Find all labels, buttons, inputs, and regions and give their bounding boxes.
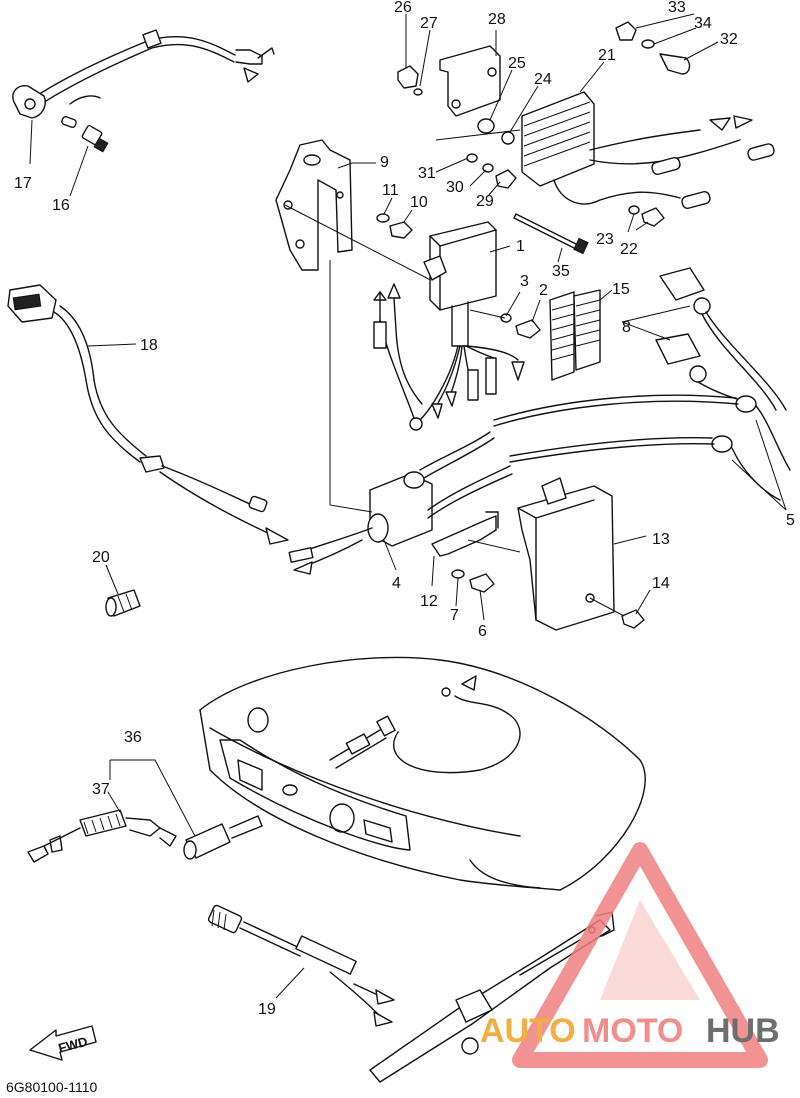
- part-32-33-34-clamp: [615, 21, 691, 75]
- callout-2: 2: [539, 282, 548, 299]
- callout-17: 17: [14, 175, 32, 192]
- callout-8: 8: [622, 319, 631, 336]
- callout-31: 31: [418, 165, 436, 182]
- callout-35: 35: [552, 263, 570, 280]
- watermark-auto: AUTO: [480, 1012, 576, 1050]
- callout-labels: 1 2 3 4 5 6 7 8 9 10 11 12 13 14 15 16 1…: [14, 0, 795, 1018]
- part-21-rectifier: [521, 91, 775, 209]
- callout-4: 4: [392, 575, 401, 592]
- part-15-connector: [549, 289, 601, 381]
- part-20-cap: [105, 589, 141, 617]
- callout-1: 1: [516, 238, 525, 255]
- callout-12: 12: [420, 593, 438, 610]
- callout-29: 29: [476, 193, 494, 210]
- part-4-ignition-coil: [288, 260, 513, 575]
- callout-13: 13: [652, 531, 670, 548]
- part-28-stay: [397, 45, 501, 117]
- callout-27: 27: [420, 15, 438, 32]
- part-17-cable: [12, 29, 275, 129]
- callout-18: 18: [140, 337, 158, 354]
- part-1-cdi-unit: [373, 221, 525, 431]
- callout-21: 21: [598, 47, 616, 64]
- fwd-arrow: FWD: [29, 1025, 97, 1061]
- leader-lines: [29, 13, 787, 999]
- callout-7: 7: [450, 607, 459, 624]
- callout-6: 6: [478, 623, 487, 640]
- part-13-cover: [517, 477, 645, 631]
- part-35-tie: [513, 213, 589, 255]
- callout-11: 11: [382, 182, 399, 199]
- watermark-moto: MOTO: [582, 1012, 683, 1050]
- callout-34: 34: [694, 15, 712, 32]
- diagram-code: 6G80100-1110: [6, 1079, 98, 1095]
- part-2-3-bolt-washer: [469, 309, 541, 339]
- part-29-30-31-bolt: [466, 153, 517, 189]
- callout-28: 28: [488, 11, 506, 28]
- callout-36: 36: [124, 729, 142, 746]
- part-22-23-bolt: [628, 205, 665, 227]
- part-18-harness: [7, 284, 289, 545]
- callout-32: 32: [720, 31, 738, 48]
- callout-25: 25: [508, 55, 526, 72]
- part-16-sender: [81, 124, 109, 153]
- part-24-25-grommet: [435, 118, 521, 145]
- part-10-11-bolt-washer: [376, 213, 413, 239]
- part-9-bracket: [275, 139, 451, 291]
- watermark-logo: AUTO MOTO HUB: [480, 842, 780, 1068]
- callout-20: 20: [92, 549, 110, 566]
- part-36-37-switch: [27, 759, 263, 863]
- callout-24: 24: [534, 71, 552, 88]
- callout-9: 9: [380, 154, 389, 171]
- callout-14: 14: [652, 575, 670, 592]
- callout-30: 30: [446, 179, 464, 196]
- callout-37: 37: [92, 781, 110, 798]
- callout-33: 33: [668, 0, 686, 16]
- fwd-label: FWD: [57, 1034, 89, 1056]
- watermark-hub: HUB: [706, 1012, 780, 1050]
- callout-26: 26: [394, 0, 412, 16]
- callout-3: 3: [520, 273, 529, 290]
- callout-5: 5: [786, 512, 795, 529]
- part-19-cable: [207, 904, 615, 1083]
- callout-19: 19: [258, 1001, 276, 1018]
- part-12-bracket: [431, 511, 521, 593]
- callout-23: 23: [596, 231, 614, 248]
- callout-22: 22: [620, 241, 638, 258]
- callout-10: 10: [410, 194, 428, 211]
- part-8-5-cords: [493, 267, 791, 501]
- cowling-leads: [329, 675, 521, 774]
- callout-16: 16: [52, 197, 70, 214]
- callout-15: 15: [612, 281, 630, 298]
- bottom-cowling: [199, 656, 646, 891]
